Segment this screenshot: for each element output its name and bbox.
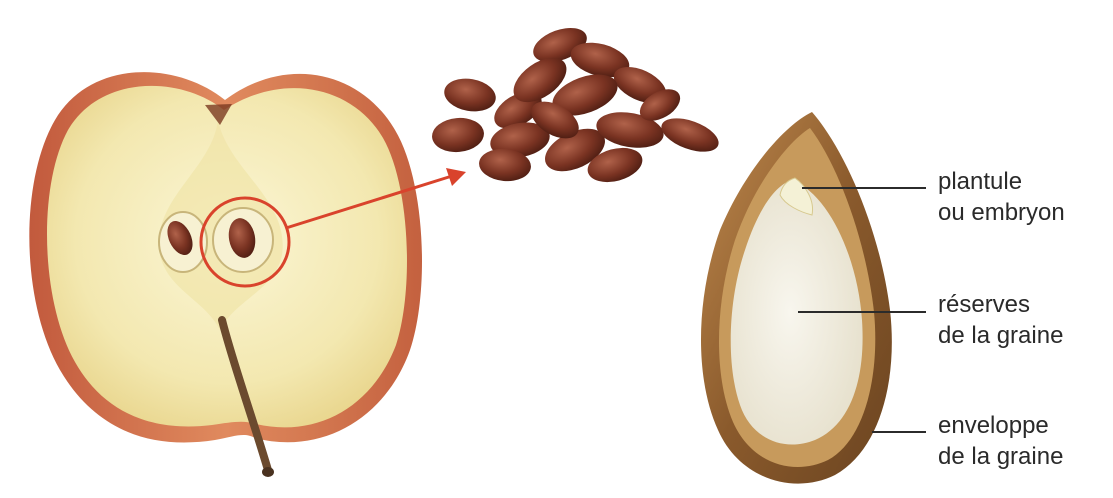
- label-enveloppe-line1: enveloppe: [938, 412, 1049, 439]
- apple-seed-left: [167, 221, 193, 255]
- seed-pile-icon: [432, 27, 719, 183]
- label-plantule-line2: ou embryon: [938, 199, 1065, 226]
- label-plantule-line1: plantule: [938, 168, 1023, 195]
- label-reserves-line2: de la graine: [938, 322, 1064, 349]
- apple-stem: [218, 316, 272, 474]
- label-reserves-line1: réserves: [938, 291, 1031, 318]
- apple-seed-right: [228, 218, 256, 258]
- label-plantule: plantule ou embryon: [938, 166, 1065, 228]
- arrow-head-icon: [446, 168, 466, 186]
- seed-reserves: [730, 180, 863, 445]
- label-enveloppe-line2: de la graine: [938, 443, 1064, 470]
- seed-cross-section-icon: [700, 112, 892, 484]
- highlight-circle: [199, 196, 291, 288]
- label-enveloppe: enveloppe de la graine: [938, 410, 1063, 472]
- pointer-arrow-line: [285, 174, 453, 230]
- apple-half-icon: [29, 72, 423, 477]
- label-reserves: réserves de la graine: [938, 289, 1063, 351]
